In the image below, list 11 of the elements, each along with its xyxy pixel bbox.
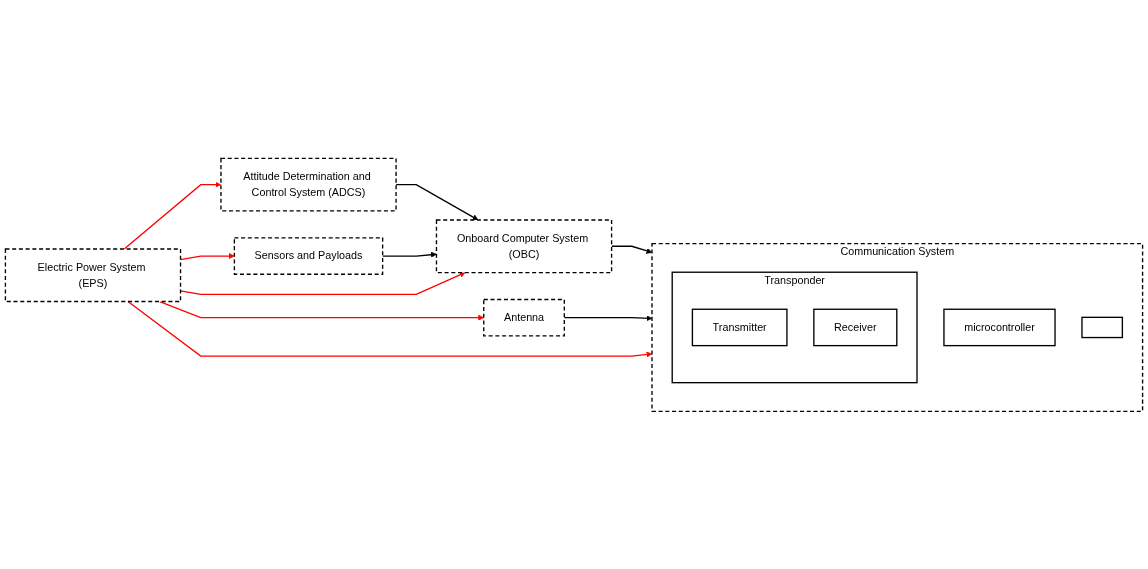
arrow [127, 300, 653, 358]
node-box: microcontroller [943, 308, 1056, 346]
node-box: Receiver [813, 308, 898, 346]
node-box: Onboard Computer System (OBC) [435, 219, 613, 273]
arrow [159, 300, 484, 321]
node-box: Sensors and Payloads [233, 236, 384, 275]
node-box: Attitude Determination and Control System (ADCS) [220, 157, 397, 212]
node-box: Electric Power System (EPS) [4, 247, 182, 302]
node-box [1081, 316, 1124, 338]
node-box: Antenna [483, 298, 565, 337]
node-box: Transmitter [691, 308, 788, 346]
